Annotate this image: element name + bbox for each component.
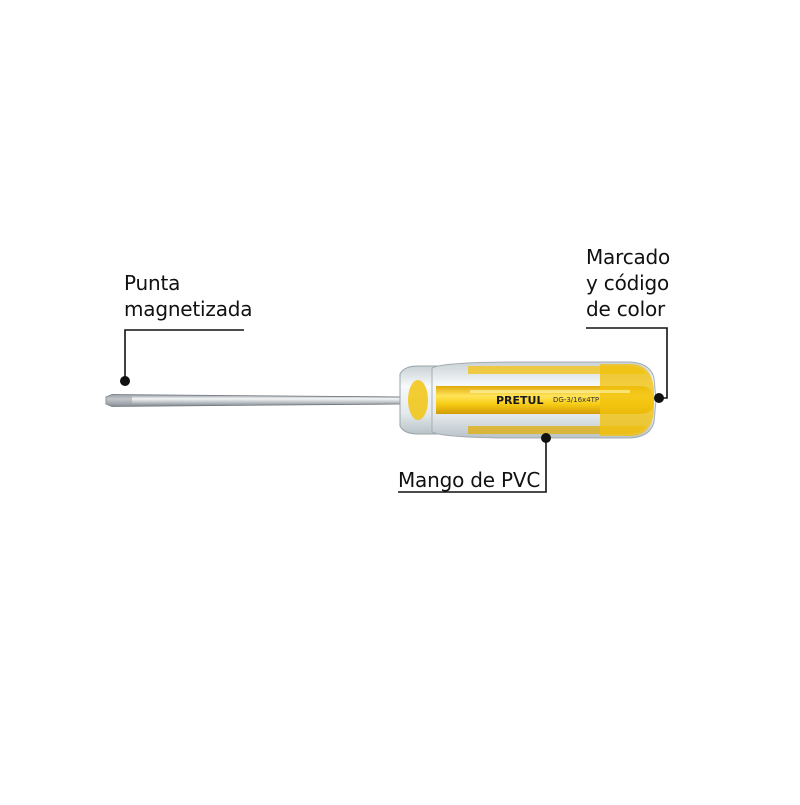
tip-callout-dot [120, 376, 130, 386]
handle-brand-print: PRETUL [496, 394, 544, 407]
marking-callout-line-1: Marcado [586, 245, 671, 269]
handle-callout-dot [541, 433, 551, 443]
handle-code-print: DG-3/16x4TP [553, 396, 599, 404]
handle-callout-text: Mango de PVC [398, 468, 541, 492]
screwdriver-shaft [105, 394, 405, 407]
marking-callout-line-2: y código [586, 271, 670, 295]
tip-callout-line-1: Punta [124, 271, 181, 295]
handle-callout-label: Mango de PVC [398, 467, 540, 493]
tip-leader-line [124, 329, 244, 380]
tip-callout-label: Punta magnetizada [124, 270, 253, 322]
marking-callout-line-3: de color [586, 297, 666, 321]
tip-callout-line-2: magnetizada [124, 297, 253, 321]
marking-callout-dot [654, 393, 664, 403]
marking-callout-label: Marcado y código de color [586, 244, 670, 322]
pvc-handle [431, 361, 657, 439]
handle-leader-line [398, 438, 547, 493]
